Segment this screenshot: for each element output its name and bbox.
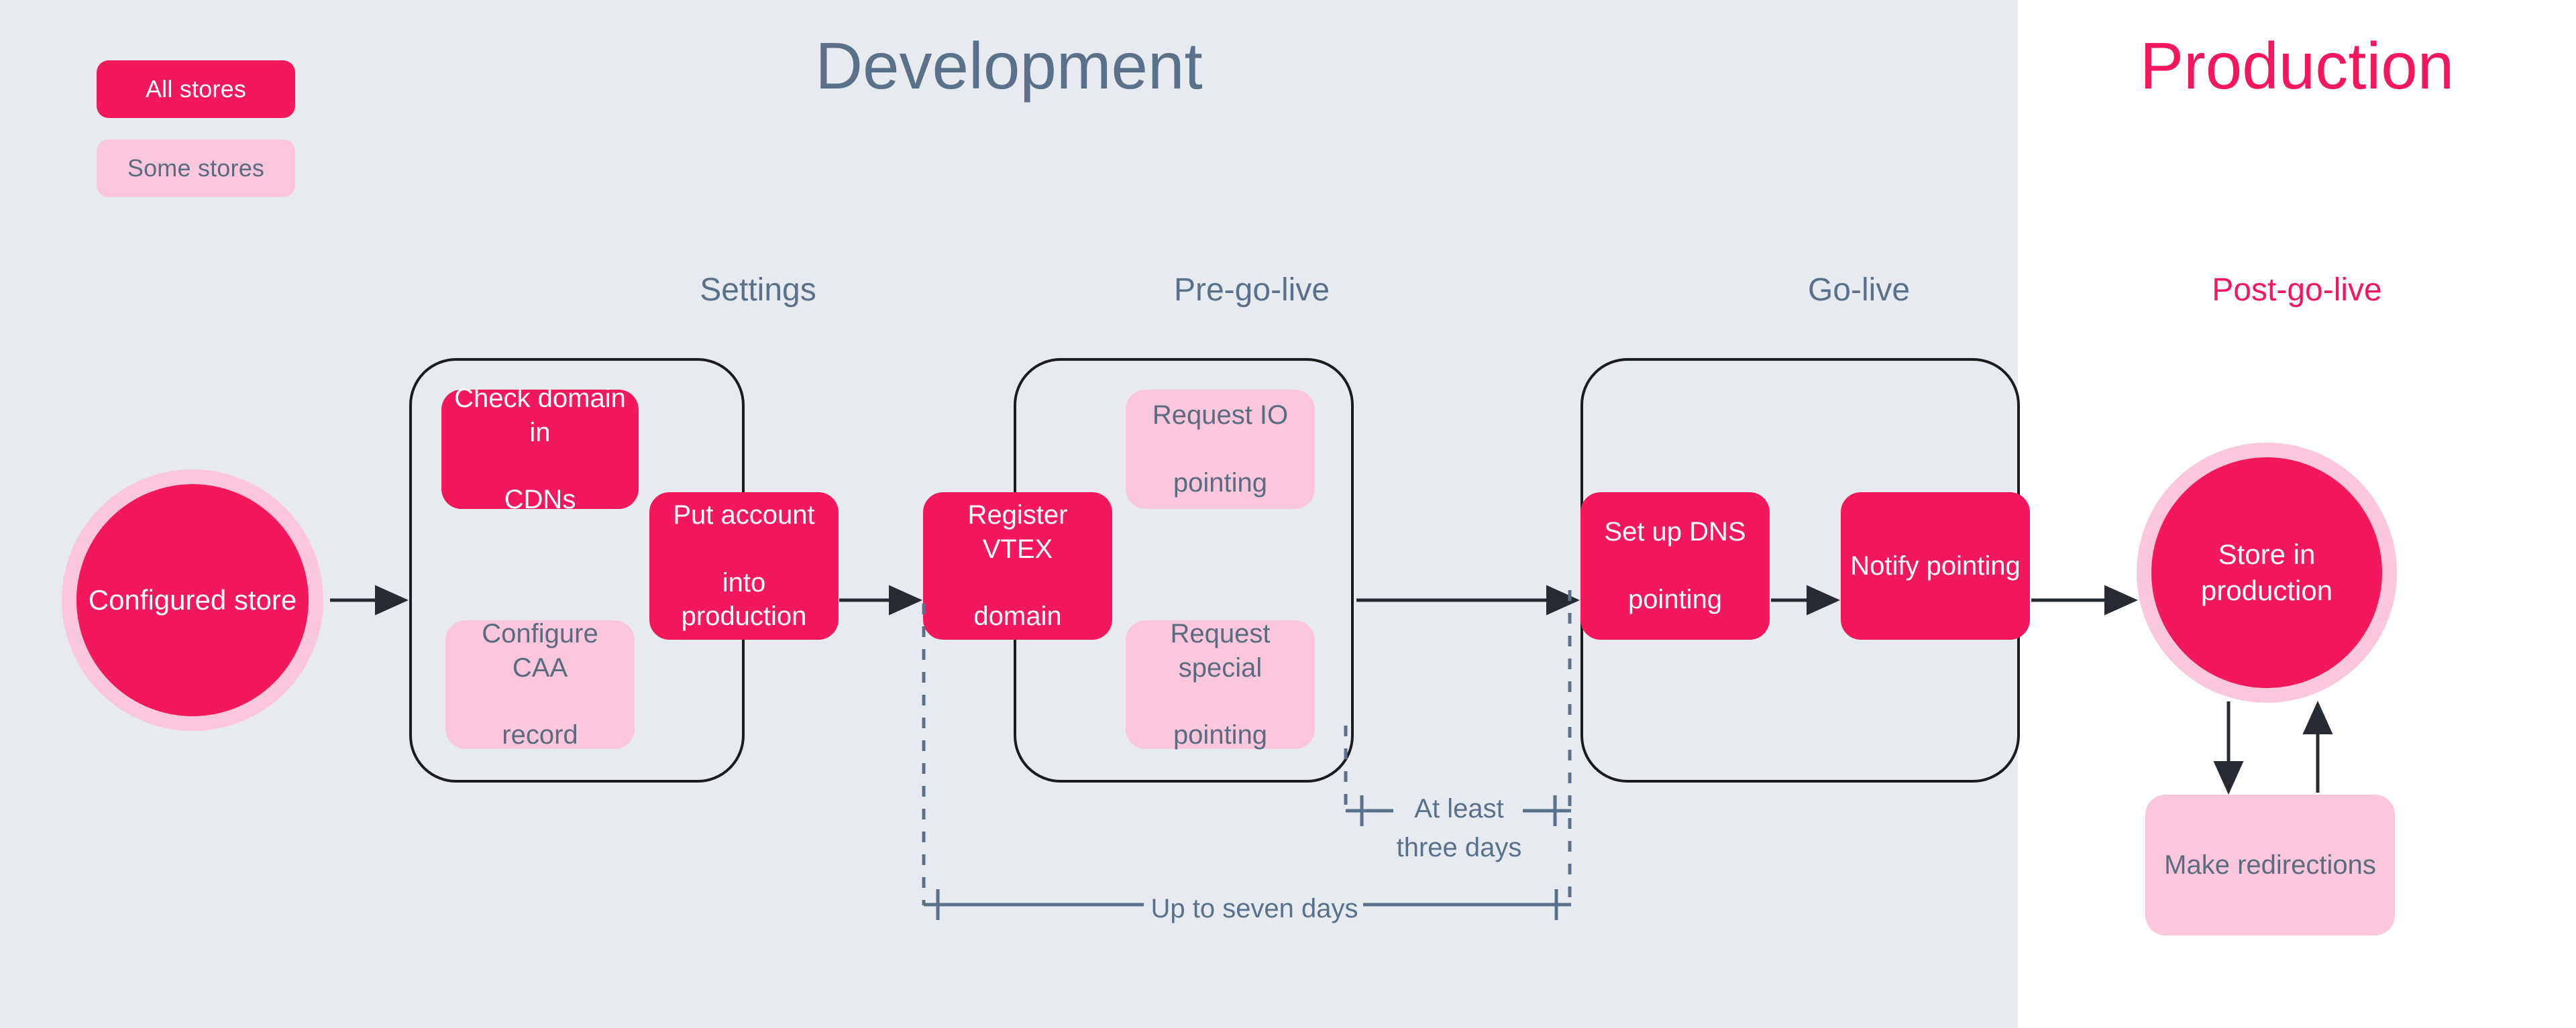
terminator-store-in-production-label: Store in production <box>2201 536 2332 609</box>
node-set-up-dns-pointing-line-1: Set up DNS <box>1604 517 1746 547</box>
dimension-label-up-to-seven-days: Up to seven days <box>1150 894 1358 923</box>
legend: All stores Some stores <box>97 60 295 197</box>
node-notify-pointing[interactable]: Notify pointing <box>1841 492 2030 640</box>
node-configure-caa-record-label: Configure CAA record <box>455 617 625 752</box>
legend-chip-some-stores[interactable]: Some stores <box>97 139 295 197</box>
stage-label-pre-go-live: Pre-go-live <box>1173 272 1330 308</box>
node-make-redirections[interactable]: Make redirections <box>2145 795 2395 935</box>
node-check-domain-in-cdns-line-2: CDNs <box>504 485 576 515</box>
dimension-at-least-three-days-line-1: At least <box>1414 794 1504 823</box>
legend-chip-all-stores[interactable]: All stores <box>97 60 295 118</box>
terminator-configured-store-label: Configured store <box>88 584 297 616</box>
node-put-account-into-production-line-2: into production <box>681 568 807 632</box>
node-make-redirections-label: Make redirections <box>2164 850 2376 880</box>
terminator-configured-store[interactable]: Configured store <box>62 469 323 731</box>
node-request-special-pointing-line-2: pointing <box>1173 720 1268 750</box>
node-configure-caa-record-line-2: record <box>502 720 578 750</box>
node-request-special-pointing-label: Request special pointing <box>1135 617 1305 752</box>
production-title: Production <box>2139 29 2455 103</box>
node-put-account-into-production-label: Put account into production <box>659 498 829 634</box>
node-register-vtex-domain-label: Register VTEX domain <box>932 498 1103 634</box>
stage-label-settings: Settings <box>700 272 816 308</box>
node-check-domain-in-cdns[interactable]: Check domain in CDNs <box>441 384 639 514</box>
node-request-io-pointing-line-2: pointing <box>1173 468 1268 498</box>
node-notify-pointing-label: Notify pointing <box>1850 551 2021 581</box>
node-register-vtex-domain[interactable]: Register VTEX domain <box>923 492 1112 640</box>
dimension-label-at-least-three-days: At least three days <box>1392 789 1526 867</box>
node-configure-caa-record-line-1: Configure CAA <box>482 619 598 683</box>
node-put-account-into-production[interactable]: Put account into production <box>649 492 839 640</box>
node-request-io-pointing[interactable]: Request IO pointing <box>1126 390 1315 509</box>
stage-label-go-live: Go-live <box>1807 272 1911 308</box>
node-register-vtex-domain-line-2: domain <box>973 602 1062 632</box>
node-set-up-dns-pointing[interactable]: Set up DNS pointing <box>1580 492 1770 640</box>
node-register-vtex-domain-line-1: Register VTEX <box>967 500 1068 564</box>
node-check-domain-in-cdns-line-1: Check domain in <box>454 384 626 447</box>
node-put-account-into-production-line-1: Put account <box>673 500 815 530</box>
node-request-special-pointing[interactable]: Request special pointing <box>1126 617 1315 752</box>
node-request-io-pointing-label: Request IO pointing <box>1152 398 1288 500</box>
development-title: Development <box>815 29 1203 103</box>
node-request-special-pointing-line-1: Request special <box>1170 619 1271 683</box>
node-check-domain-in-cdns-label: Check domain in CDNs <box>451 382 629 517</box>
stage-label-post-go-live: Post-go-live <box>2212 272 2382 308</box>
store-in-production-line-2: production <box>2200 575 2333 606</box>
dimension-at-least-three-days-line-2: three days <box>1396 833 1522 862</box>
store-in-production-line-1: Store in <box>2218 538 2316 571</box>
node-set-up-dns-pointing-line-2: pointing <box>1627 585 1723 615</box>
legend-chip-all-stores-label: All stores <box>145 75 247 103</box>
node-request-io-pointing-line-1: Request IO <box>1152 400 1289 431</box>
node-set-up-dns-pointing-label: Set up DNS pointing <box>1604 515 1746 616</box>
node-configure-caa-record[interactable]: Configure CAA record <box>445 617 635 752</box>
terminator-store-in-production[interactable]: Store in production <box>2137 443 2397 703</box>
legend-chip-some-stores-label: Some stores <box>127 154 265 182</box>
